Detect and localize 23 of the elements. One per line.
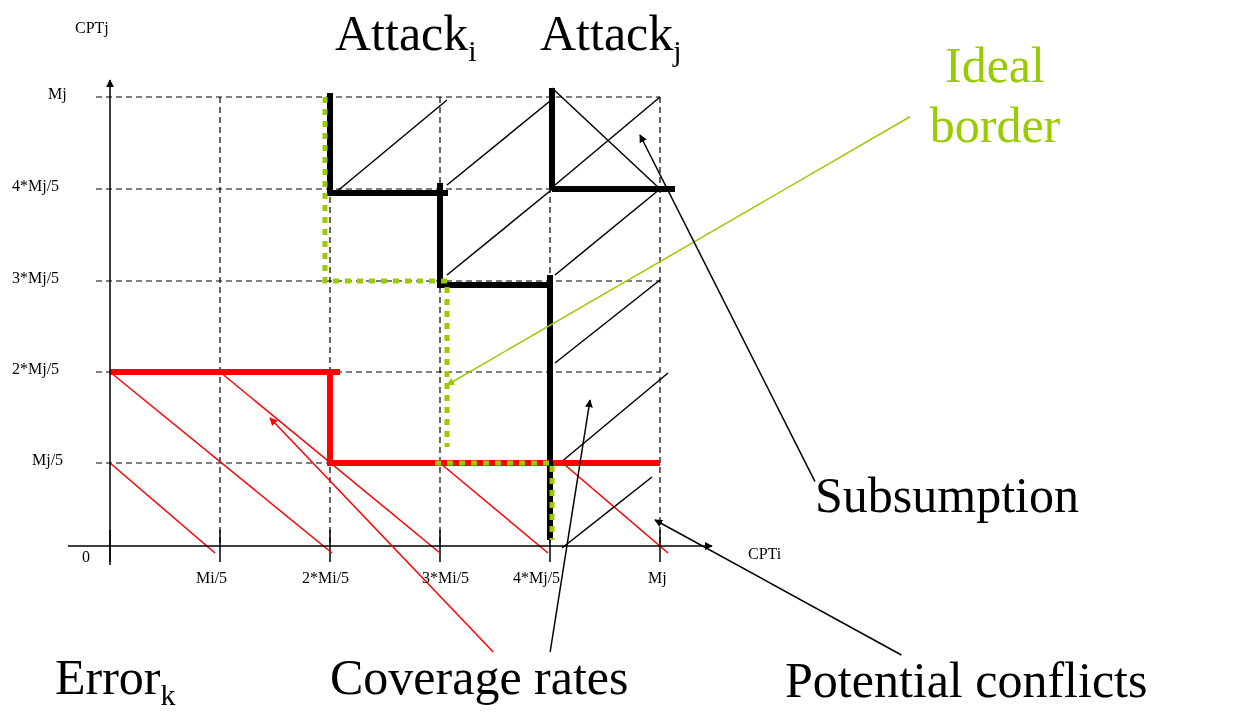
callout-text: Potential conflicts xyxy=(785,655,1148,705)
axis-label: Mj/5 xyxy=(32,452,64,468)
attack-label: Attack$_{j}$ xyxy=(540,8,682,66)
axis-label: 2*Mi/5 xyxy=(302,570,350,586)
leader-line xyxy=(269,417,494,653)
axis-label: 3*Mj/5 xyxy=(12,270,60,286)
attack-label: Attack$_{i}$ xyxy=(335,8,477,66)
axis-label: 2*Mj/5 xyxy=(12,361,60,377)
leader-line xyxy=(549,399,593,653)
axis-label: Mj xyxy=(648,570,667,586)
axis-label: CPTj xyxy=(75,20,109,36)
leader-line xyxy=(654,519,903,656)
axis-label: CPTi xyxy=(748,546,782,562)
callout-text: Error$_{k}$ xyxy=(55,652,176,710)
axis-label: Mi/5 xyxy=(196,570,228,586)
axis-label: 3*Mi/5 xyxy=(422,570,470,586)
axis-label: 0 xyxy=(82,549,90,565)
leader-line xyxy=(639,134,816,483)
callout-text: Ideal border xyxy=(910,35,1080,155)
axis-label: 4*Mj/5 xyxy=(12,178,60,194)
axis-label: Mj xyxy=(48,86,67,102)
axis-label: 4*Mj/5 xyxy=(513,570,561,586)
leader-line xyxy=(446,116,911,386)
